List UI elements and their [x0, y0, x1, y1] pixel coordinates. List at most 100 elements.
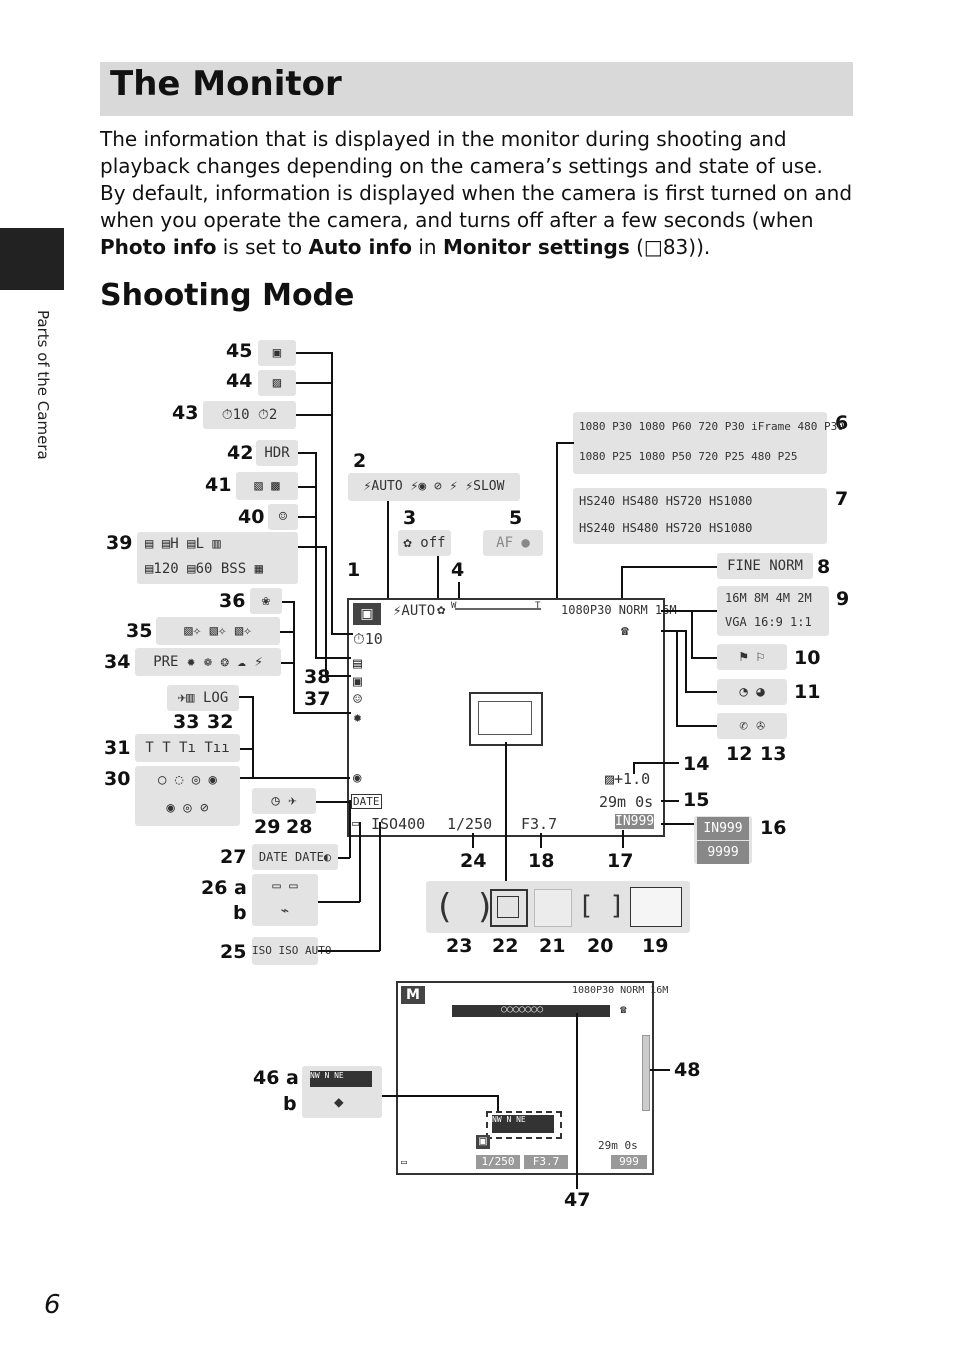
af-shape-19	[630, 887, 682, 927]
label-35: 35	[126, 620, 153, 642]
icon-7: HS240 HS480 HS720 HS1080 HS240 HS480 HS7…	[573, 488, 827, 544]
leader-39	[298, 546, 326, 548]
intro-text-d: (	[629, 235, 644, 259]
intro-text-b: is set to	[216, 235, 309, 259]
icon-11: ◔ ◕	[717, 679, 787, 705]
leader-15	[661, 800, 679, 802]
label-46b: b	[283, 1093, 297, 1115]
icon-39-row-2: ▤120 ▤60 BSS ▦	[145, 561, 264, 577]
screen-shots: IN999	[615, 814, 655, 829]
leader-46-v	[497, 1095, 499, 1111]
page-number: 6	[44, 1290, 61, 1320]
icon-6-row-1: 1080 P30 1080 P60 720 P30 iFrame 480 P30	[579, 420, 844, 433]
icon-43: ⏱10 ⏱2	[203, 401, 296, 429]
af-shape-20: [ ]	[578, 891, 625, 921]
screen-skin: ✹	[353, 708, 363, 726]
label-13: 13	[760, 743, 787, 765]
icon-29-28: ◷ ✈	[252, 788, 316, 814]
label-26b: b	[233, 902, 247, 924]
label-16: 16	[760, 817, 787, 839]
icon-9-row-1: 16M 8M 4M 2M	[725, 591, 812, 605]
screen2-resolution: 1080P30 NORM 16M	[572, 985, 669, 996]
label-38: 38	[304, 666, 331, 688]
label-28: 28	[286, 816, 313, 838]
leader-36-h	[293, 712, 351, 714]
icon-40: ☺	[268, 504, 298, 530]
leader-29-28	[316, 801, 351, 803]
label-11: 11	[794, 681, 821, 703]
label-27: 27	[220, 846, 247, 868]
label-47: 47	[564, 1189, 591, 1211]
intro-line-2: By default, information is displayed whe…	[100, 181, 853, 232]
af-shape-22	[490, 889, 528, 927]
side-label: Parts of the Camera	[34, 310, 52, 460]
icon-30-row-1: ○ ◌ ◎ ◉	[157, 772, 217, 788]
leader-45	[296, 352, 332, 354]
leader-36-v	[293, 601, 295, 713]
intro-line-1: The information that is displayed in the…	[100, 127, 823, 178]
leader-27	[338, 857, 350, 859]
icon-12-13: ✆ ✇	[717, 713, 787, 739]
screen-continuous: ▤	[353, 654, 363, 672]
leader-12-v	[676, 630, 678, 726]
icon-26b: ⌁	[280, 903, 290, 919]
label-45: 45	[226, 340, 253, 362]
icon-34: PRE ✹ ❁ ❂ ☁ ⚡	[135, 648, 281, 676]
leader-36	[282, 601, 294, 603]
screen2-rec-time: 29m 0s	[598, 1139, 638, 1152]
label-40: 40	[238, 506, 265, 528]
icon-6-row-2: 1080 P25 1080 P50 720 P25 480 P25	[579, 450, 798, 463]
leader-42-v	[315, 452, 317, 658]
screen-macro: ✿	[437, 602, 446, 618]
leader-18	[540, 833, 542, 848]
icon-10: ⚑ ⚐	[717, 644, 787, 670]
screen2-shots: 999	[611, 1155, 647, 1169]
level-circles: ○○○○○○○	[501, 1004, 544, 1015]
page-ref[interactable]: □83	[643, 235, 689, 259]
label-9: 9	[836, 588, 850, 610]
screen-flash: ⚡AUTO	[393, 603, 436, 619]
leader-11	[685, 691, 717, 693]
icon-39-row-1: ▤ ▤H ▤L ▥	[145, 536, 221, 552]
icon-6: 1080 P30 1080 P60 720 P30 iFrame 480 P30…	[573, 412, 844, 474]
section-heading: Shooting Mode	[100, 278, 355, 313]
leader-39-h	[325, 675, 351, 677]
label-19: 19	[642, 935, 669, 957]
screen-wifi: ◉	[353, 770, 362, 786]
leader-40	[298, 516, 316, 518]
screen-iso: ISO400	[371, 815, 426, 833]
leader-6-v	[556, 442, 558, 598]
leader-12	[676, 725, 717, 727]
leader-42	[298, 452, 316, 454]
icon-9-row-2: VGA 16:9 1:1	[725, 615, 812, 629]
label-25: 25	[220, 941, 247, 963]
leader-27-v	[349, 800, 351, 858]
screen-self-timer: ⏱10	[353, 630, 383, 648]
label-34: 34	[104, 651, 131, 673]
leader-14	[633, 762, 679, 764]
icon-41: ▧ ▩	[236, 472, 298, 500]
screen2-aperture: F3.7	[524, 1155, 568, 1169]
level-bar	[452, 1005, 610, 1017]
zoom-w: W	[451, 601, 457, 611]
icon-25: ISO ISO AUTO	[252, 937, 331, 965]
icon-33-32: ✈▥ LOG	[167, 685, 239, 711]
leader-25	[318, 950, 380, 952]
leader-35	[280, 631, 294, 633]
intro-text-c: in	[412, 235, 443, 259]
leader-42-h	[315, 657, 351, 659]
camera-mode-icon: ▣	[353, 603, 381, 625]
leader-11-12	[661, 630, 686, 632]
af-area	[469, 692, 543, 746]
icon-36: ❀	[250, 588, 282, 614]
label-8: 8	[817, 556, 831, 578]
leader-6	[556, 442, 574, 444]
intro-text: The information that is displayed in the…	[100, 126, 860, 261]
leader-2	[387, 501, 389, 598]
leader-33-32-v	[252, 696, 254, 778]
label-33: 33	[173, 711, 200, 733]
label-5: 5	[509, 507, 523, 529]
icon-7-row-1: HS240 HS480 HS720 HS1080	[579, 494, 753, 508]
icon-26: ▭ ▭ ⌁	[252, 874, 318, 926]
label-7: 7	[835, 488, 849, 510]
